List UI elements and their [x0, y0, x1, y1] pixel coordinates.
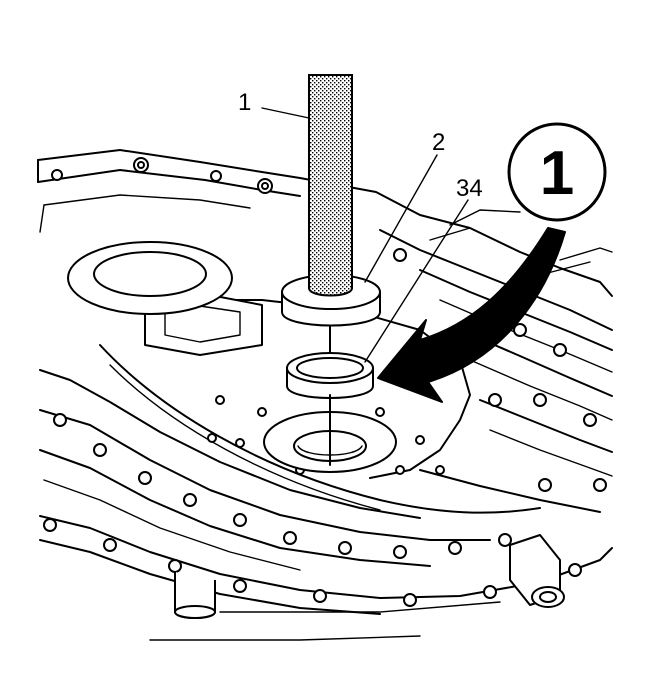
seal-ring [286, 352, 374, 421]
direction-arrow [377, 227, 566, 403]
callout-34: 34 [456, 175, 483, 202]
driver-handle [308, 74, 353, 297]
step-badge: 1 [507, 122, 607, 222]
callout-leaders [261, 107, 469, 363]
callout-1: 1 [238, 89, 251, 116]
callout-2: 2 [432, 129, 445, 156]
step-badge-number: 1 [540, 139, 574, 208]
